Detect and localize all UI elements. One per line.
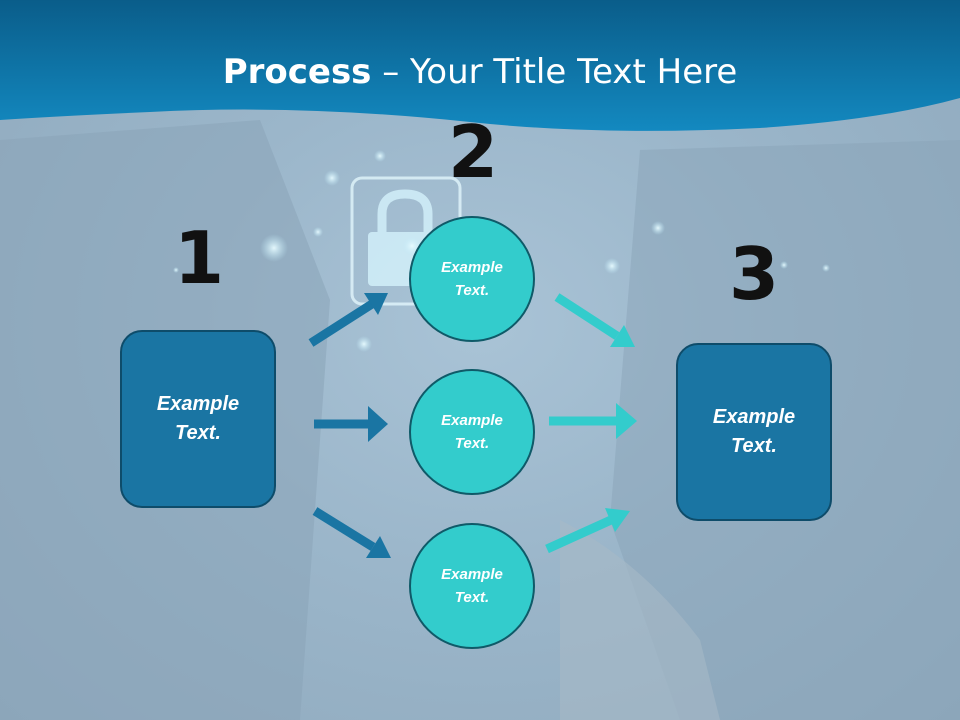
- step-3-box: Example Text.: [676, 343, 832, 521]
- arrow-to-top-circle: [308, 293, 388, 347]
- step-2-circle-middle: Example Text.: [409, 369, 535, 495]
- arrow-middle-to-step-3: [549, 403, 637, 439]
- step-number-3: 3: [728, 232, 780, 316]
- title-rest: – Your Title Text Here: [371, 52, 738, 92]
- step-1-text: Example Text.: [156, 393, 240, 444]
- step-2-circle-top-text: Example Text.: [441, 259, 503, 299]
- page-title: Process – Your Title Text Here: [0, 52, 960, 92]
- step-2-circle-bottom-text: Example Text.: [441, 566, 503, 606]
- arrow-to-bottom-circle: [312, 507, 391, 558]
- step-2-circle-middle-text: Example Text.: [441, 412, 503, 452]
- step-2-circle-bottom: Example Text.: [409, 523, 535, 649]
- arrow-top-to-step-3: [554, 293, 635, 347]
- step-1-box: Example Text.: [120, 330, 276, 508]
- step-3-text: Example Text.: [712, 406, 796, 457]
- header-band: [0, 0, 960, 131]
- title-bold: Process: [222, 52, 372, 92]
- step-number-1: 1: [173, 216, 225, 300]
- step-number-2: 2: [447, 110, 499, 194]
- arrow-to-middle-circle: [314, 406, 388, 442]
- step-2-circle-top: Example Text.: [409, 216, 535, 342]
- arrow-bottom-to-step-3: [545, 508, 630, 554]
